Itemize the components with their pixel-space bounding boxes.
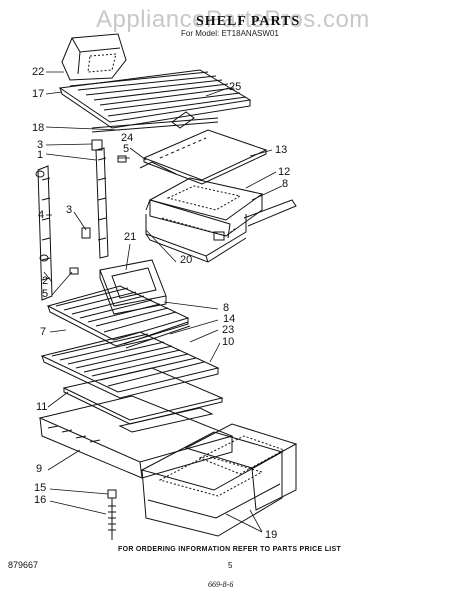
callout-5-top: 5 xyxy=(123,143,130,155)
callout-3-top: 3 xyxy=(37,139,44,151)
shelf-clip xyxy=(172,112,194,128)
callout-21: 21 xyxy=(124,231,137,243)
callout-15: 15 xyxy=(34,482,47,494)
crisper-drawers xyxy=(142,424,296,536)
drawer-assembly xyxy=(146,200,296,262)
callout-16: 16 xyxy=(34,494,47,506)
ordering-note: FOR ORDERING INFORMATION REFER TO PARTS … xyxy=(118,546,342,553)
top-wire-shelf xyxy=(60,70,250,128)
meat-drawer xyxy=(150,178,262,236)
callout-22: 22 xyxy=(32,66,45,78)
callout-19: 19 xyxy=(265,529,278,541)
callout-13: 13 xyxy=(275,144,288,156)
callout-10: 10 xyxy=(222,336,235,348)
lower-wire-shelf xyxy=(42,332,218,398)
revision-stamp: 669-8-6 xyxy=(208,580,234,589)
callout-14: 14 xyxy=(223,313,236,325)
callout-23: 23 xyxy=(222,324,235,336)
shelf-rail xyxy=(92,118,218,128)
callout-8-mid: 8 xyxy=(223,302,230,314)
left-shelf-ladder xyxy=(36,166,52,300)
callout-5-low: 5 xyxy=(42,288,49,300)
center-shelf-ladder xyxy=(92,140,108,258)
shelf-rod xyxy=(124,322,188,344)
retainer xyxy=(118,156,126,162)
leveling-bolt xyxy=(108,490,116,540)
callout-20: 20 xyxy=(180,254,193,266)
leader-lines xyxy=(44,72,282,532)
crisper-frame xyxy=(40,396,232,478)
glass-shelf xyxy=(144,130,266,184)
callout-17: 17 xyxy=(32,88,45,100)
dairy-bin xyxy=(100,260,166,314)
crisper-cover xyxy=(64,368,222,424)
page-number: 5 xyxy=(228,561,233,570)
shelf-frame xyxy=(140,162,176,174)
shelf-support xyxy=(82,228,90,238)
callout-3-mid: 3 xyxy=(66,204,73,216)
diagram-title: SHELF PARTS xyxy=(196,14,301,29)
callout-2: 2 xyxy=(42,275,49,287)
drawing-code: 879667 xyxy=(8,560,39,570)
callout-9: 9 xyxy=(36,463,43,475)
top-bin xyxy=(62,34,126,80)
callout-25: 25 xyxy=(229,81,242,93)
model-number: For Model: ET18ANASW01 xyxy=(181,29,279,38)
callout-24: 24 xyxy=(121,132,134,144)
callout-7: 7 xyxy=(40,326,47,338)
callout-18: 18 xyxy=(32,122,45,134)
callout-8-top: 8 xyxy=(282,178,289,190)
callout-11: 11 xyxy=(36,401,48,413)
watermark: AppliancePartsPros.com xyxy=(96,6,370,33)
callout-12: 12 xyxy=(278,166,291,178)
callout-1: 1 xyxy=(37,149,44,161)
callout-4: 4 xyxy=(38,209,45,221)
